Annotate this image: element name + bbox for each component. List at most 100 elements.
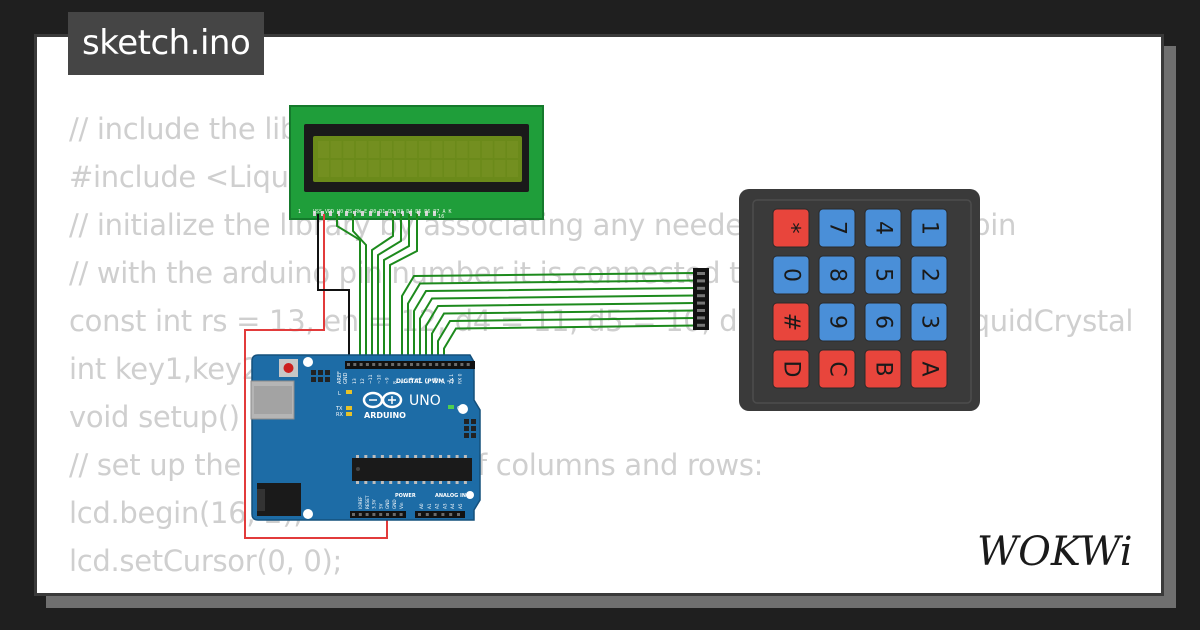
- lcd-pin[interactable]: [369, 211, 372, 216]
- digital-pin[interactable]: [391, 363, 395, 366]
- digital-pin[interactable]: [428, 363, 432, 366]
- digital-pin[interactable]: [359, 363, 363, 366]
- lcd-pin[interactable]: [361, 211, 364, 216]
- lcd-pin[interactable]: [337, 211, 340, 216]
- digital-pin[interactable]: [378, 363, 382, 366]
- analog-pin[interactable]: [433, 513, 437, 516]
- power-pin[interactable]: [352, 513, 355, 516]
- digital-pin[interactable]: [460, 363, 464, 366]
- keypad-key[interactable]: 8: [818, 255, 856, 295]
- lcd-pin[interactable]: [409, 211, 412, 216]
- digital-pin[interactable]: [365, 363, 369, 366]
- lcd-pin[interactable]: [313, 211, 316, 216]
- analog-pin-label: A4: [450, 503, 455, 509]
- digital-pin[interactable]: [403, 363, 407, 366]
- digital-pin[interactable]: [466, 363, 470, 366]
- keypad-wire[interactable]: [431, 309, 696, 363]
- keypad-key[interactable]: 1: [910, 208, 948, 248]
- keypad-key[interactable]: 2: [910, 255, 948, 295]
- power-pin[interactable]: [358, 513, 362, 516]
- lcd-pin[interactable]: [321, 211, 324, 216]
- keypad-key[interactable]: 0: [772, 255, 810, 295]
- keypad-key[interactable]: B: [864, 349, 902, 389]
- keypad-wire[interactable]: [437, 317, 696, 362]
- lcd-data-wire[interactable]: [336, 214, 361, 362]
- keypad-key[interactable]: D: [772, 349, 810, 389]
- analog-pin[interactable]: [441, 513, 445, 516]
- analog-pin[interactable]: [425, 513, 429, 516]
- lcd-pin[interactable]: [433, 211, 436, 216]
- keypad-key[interactable]: 7: [818, 208, 856, 248]
- keypad-connector-pin[interactable]: [697, 294, 705, 298]
- power-pin[interactable]: [372, 513, 376, 516]
- keypad-connector-pin[interactable]: [697, 272, 705, 275]
- analog-pin[interactable]: [418, 513, 421, 516]
- keypad-wire[interactable]: [419, 294, 696, 363]
- analog-pin[interactable]: [457, 513, 460, 516]
- power-pin[interactable]: [386, 513, 389, 516]
- digital-pin[interactable]: [410, 363, 413, 366]
- lcd-pin[interactable]: [385, 211, 388, 216]
- lcd-pin[interactable]: [353, 211, 356, 216]
- digital-pin[interactable]: [435, 363, 439, 366]
- power-pin[interactable]: [365, 513, 369, 516]
- digital-pin[interactable]: [416, 363, 420, 366]
- digital-pin[interactable]: [447, 363, 451, 366]
- keypad-connector-pin[interactable]: [697, 286, 705, 290]
- keypad-wire[interactable]: [401, 272, 696, 362]
- lcd-data-wire[interactable]: [371, 214, 394, 362]
- keypad-key[interactable]: #: [772, 302, 810, 342]
- digital-pin[interactable]: [353, 363, 357, 366]
- digital-pin[interactable]: [397, 363, 401, 366]
- lcd-pin[interactable]: [417, 211, 420, 216]
- lcd-data-wire[interactable]: [352, 214, 367, 362]
- keypad-wire[interactable]: [407, 279, 696, 363]
- lcd-pin[interactable]: [425, 211, 428, 216]
- lcd-pin[interactable]: [401, 211, 404, 216]
- keypad-wire[interactable]: [425, 302, 696, 362]
- power-header[interactable]: [350, 511, 406, 518]
- digital-pin[interactable]: [384, 363, 388, 366]
- keypad-key[interactable]: 6: [864, 302, 902, 342]
- digital-pin[interactable]: [422, 363, 426, 366]
- analog-pin[interactable]: [449, 513, 453, 516]
- power-pin[interactable]: [379, 513, 383, 516]
- lcd-data-wire[interactable]: [377, 214, 402, 362]
- digital-pin-label: ~10: [376, 374, 382, 384]
- keypad-connector-pin[interactable]: [697, 309, 705, 312]
- keypad-key[interactable]: C: [818, 349, 856, 389]
- digital-pin[interactable]: [441, 363, 445, 366]
- keypad-connector-pin[interactable]: [697, 316, 705, 320]
- keypad-key[interactable]: A: [910, 349, 948, 389]
- keypad-key[interactable]: 4: [864, 208, 902, 248]
- ground-wire[interactable]: [317, 214, 350, 362]
- keypad-key[interactable]: 3: [910, 302, 948, 342]
- keypad-connector-pin[interactable]: [697, 279, 705, 283]
- lcd-data-wire[interactable]: [383, 214, 410, 362]
- keypad-key[interactable]: *: [772, 208, 810, 248]
- keypad-wire[interactable]: [413, 287, 696, 362]
- keypad-key[interactable]: 5: [864, 255, 902, 295]
- keypad-connector-pin[interactable]: [697, 301, 705, 305]
- lcd-data-wire[interactable]: [389, 214, 418, 362]
- lcd-pin[interactable]: [377, 211, 380, 216]
- keypad-wire[interactable]: [443, 324, 696, 363]
- analog-header[interactable]: [415, 511, 465, 518]
- file-tab[interactable]: sketch.ino: [68, 12, 265, 75]
- power-pin-label: Vin: [399, 502, 404, 509]
- digital-pin[interactable]: [454, 363, 458, 366]
- power-pin[interactable]: [392, 513, 396, 516]
- keypad-key[interactable]: 9: [818, 302, 856, 342]
- lcd-module[interactable]: VSS VDD V0 RS RW E D0 D1 D2 D3 D4 D5 D6 …: [289, 105, 544, 220]
- keypad-connector-pin[interactable]: [697, 323, 705, 327]
- lcd-pin[interactable]: [393, 211, 396, 216]
- digital-pin[interactable]: [347, 363, 350, 366]
- power-pin[interactable]: [399, 513, 403, 516]
- digital-pin[interactable]: [372, 363, 376, 366]
- lcd-pin[interactable]: [345, 211, 348, 216]
- lcd-pin[interactable]: [329, 211, 332, 216]
- keypad-connector[interactable]: [693, 268, 709, 330]
- power-wire[interactable]: [244, 214, 388, 539]
